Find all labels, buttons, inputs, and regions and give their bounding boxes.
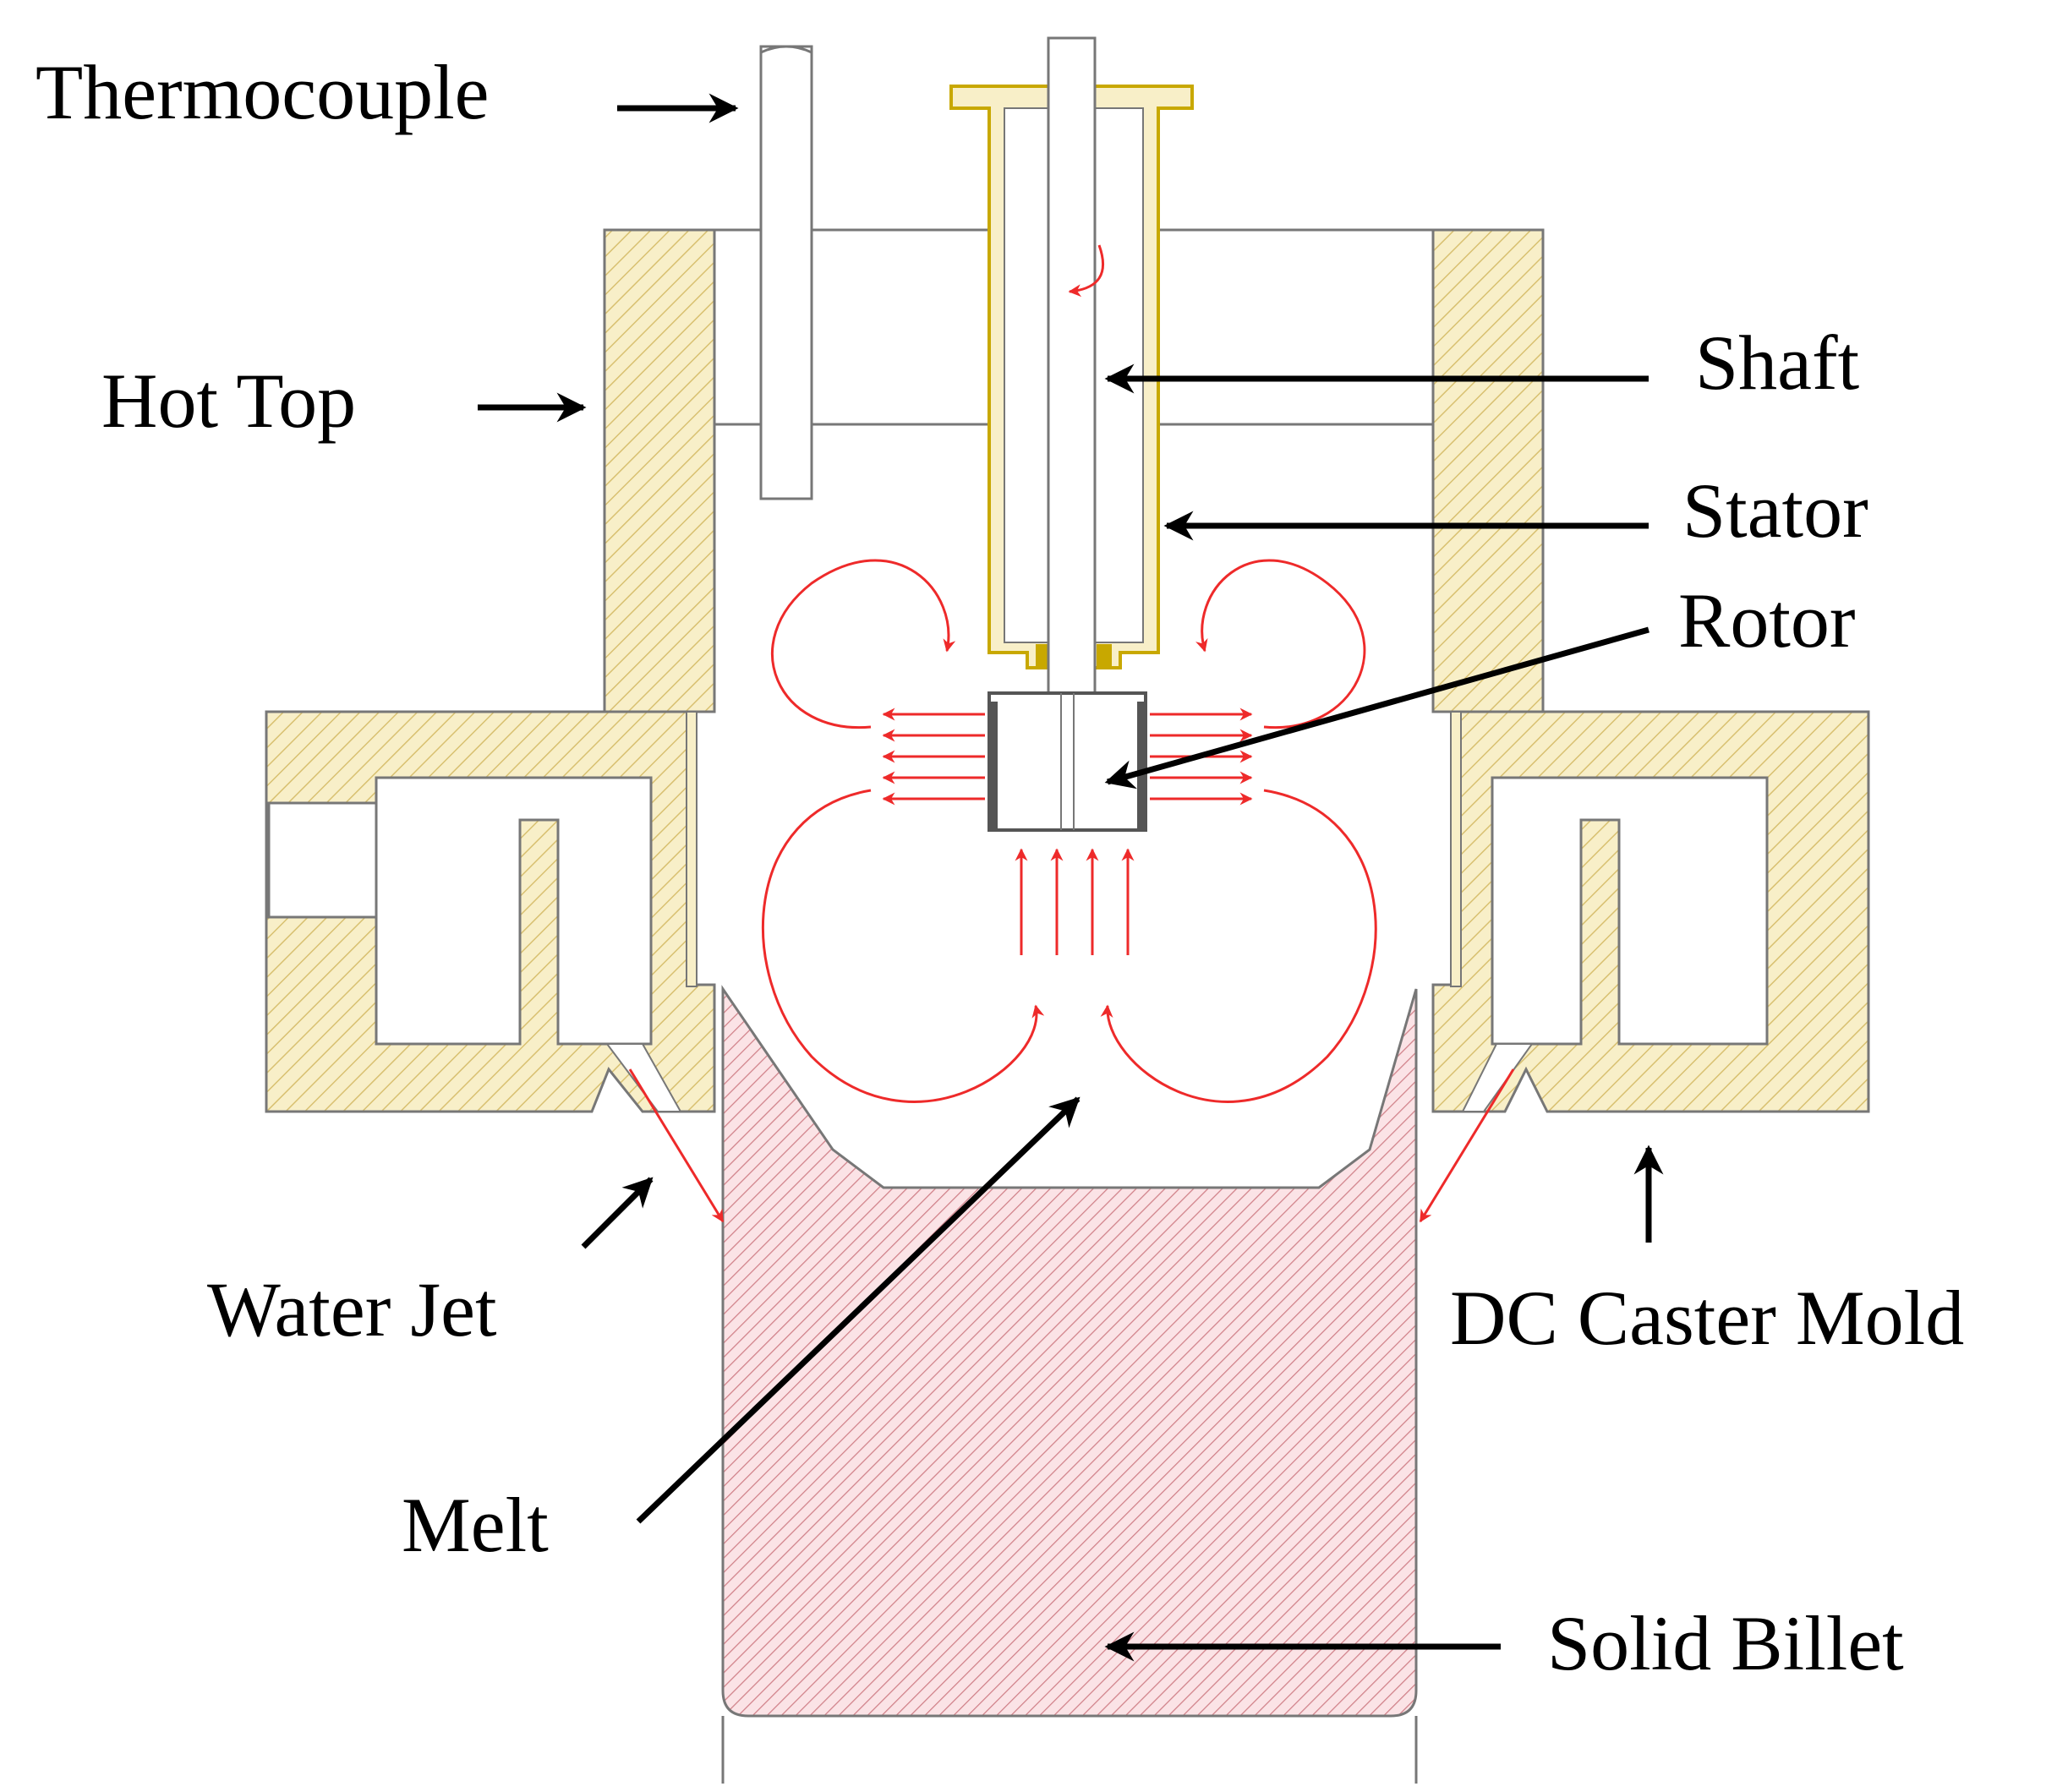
rotor <box>987 691 1147 832</box>
thermocouple-cap <box>760 45 812 54</box>
melt-flow-arrows <box>628 559 1515 1223</box>
label-solid-billet: Solid Billet <box>1547 1600 1904 1686</box>
water-jet-pointer <box>581 1177 654 1249</box>
dc-caster-mold-left <box>265 710 716 1113</box>
label-water-jet: Water Jet <box>207 1266 497 1352</box>
rotor-pointer <box>1104 626 1649 789</box>
melt-pointer <box>636 1096 1081 1524</box>
label-dc-caster-mold: DC Caster Mold <box>1450 1275 1964 1361</box>
label-rotor: Rotor <box>1678 577 1856 664</box>
label-melt: Melt <box>402 1482 549 1568</box>
hot-top-left <box>603 228 716 713</box>
thermocouple-rod <box>759 45 813 500</box>
label-shaft: Shaft <box>1695 320 1860 406</box>
dc-caster-mold-right <box>1431 710 1870 1113</box>
shaft-rotation-arrow <box>1068 244 1104 298</box>
solid-billet-body <box>721 985 1418 1718</box>
label-thermocouple: Thermocouple <box>36 49 489 135</box>
label-stator: Stator <box>1682 467 1868 554</box>
hot-top-right <box>1431 228 1545 713</box>
label-hot-top: Hot Top <box>101 358 356 444</box>
shaft <box>1047 36 1097 703</box>
